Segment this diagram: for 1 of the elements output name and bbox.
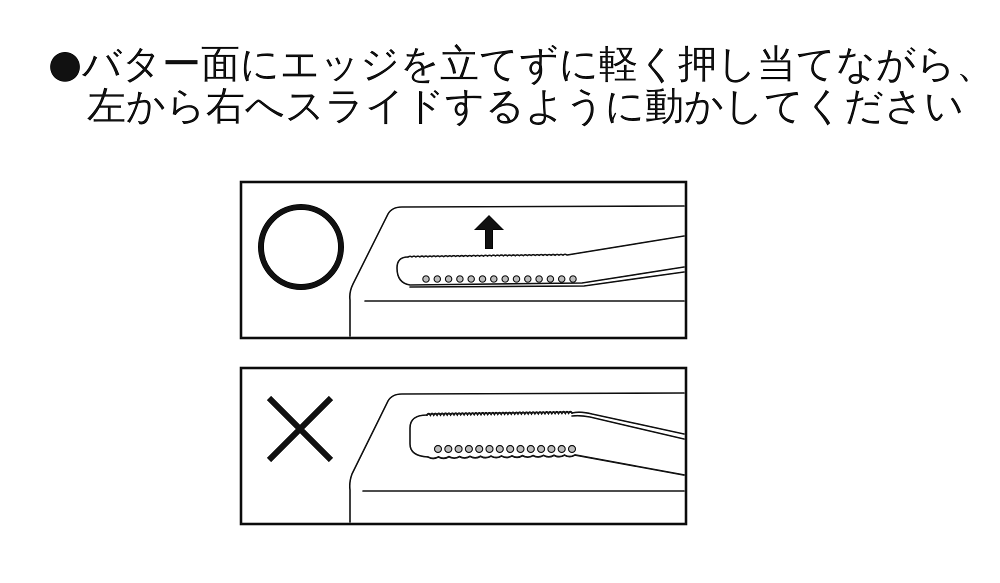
instruction-text: ●バター面にエッジを立てずに軽く押し当てながら、左から右へスライドするように動かしてください	[48, 44, 996, 128]
